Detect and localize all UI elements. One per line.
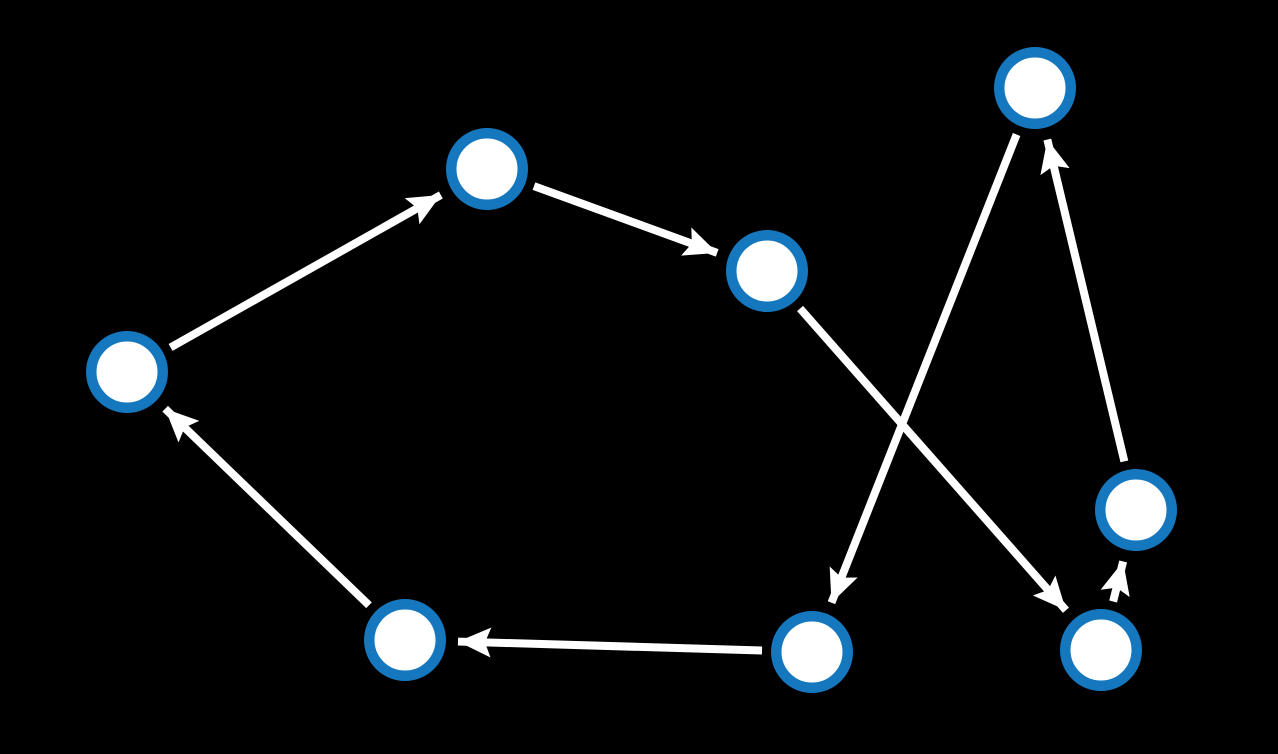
graph-edge-n8-n5 — [1100, 560, 1130, 603]
graph-edge-n1-n7 — [827, 133, 1021, 605]
graph-edge-n3-n8 — [797, 305, 1069, 613]
graph-edge-n5-n1 — [1040, 138, 1129, 463]
graph-node-n5 — [1095, 469, 1177, 551]
graph-node-n6 — [364, 599, 446, 681]
graph-edge-n7-n6 — [457, 627, 763, 658]
graph-node-n2 — [446, 128, 528, 210]
graph-node-n8 — [1060, 609, 1142, 691]
graph-edge-n4-n2 — [168, 191, 443, 351]
graph-node-n7 — [771, 611, 853, 693]
graph-node-n4 — [86, 331, 168, 413]
graph-node-n3 — [726, 230, 808, 312]
graph-node-n1 — [994, 47, 1076, 129]
graph-edge-n6-n4 — [162, 405, 372, 609]
graph-edge-n2-n3 — [532, 182, 719, 257]
